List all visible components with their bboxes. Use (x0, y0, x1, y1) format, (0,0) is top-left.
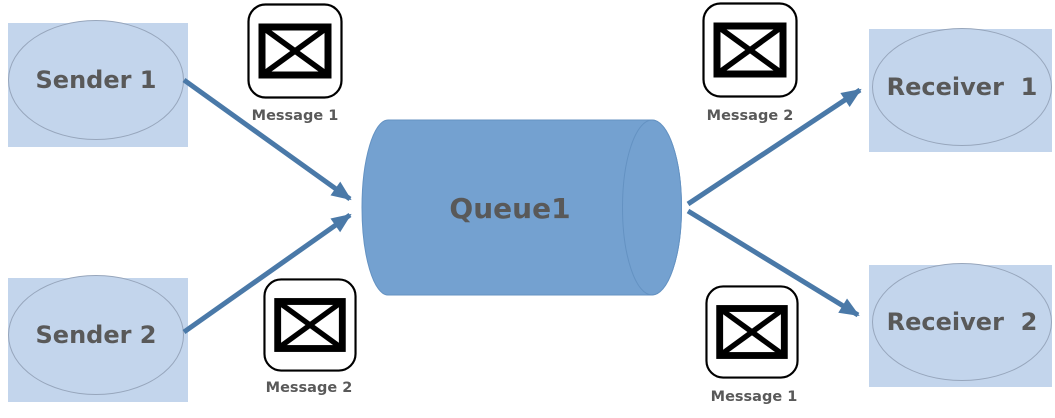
receiver2-ellipse (872, 263, 1052, 381)
queue-cylinder (361, 119, 682, 296)
message-label-top-right: Message 2 (706, 108, 794, 124)
arrow-sender2-to-queue (182, 212, 352, 335)
arrow-queue-to-receiver2 (686, 208, 860, 318)
message-label-top-left: Message 1 (251, 108, 339, 124)
message-label-bottom-left: Message 2 (265, 380, 353, 396)
sender1-ellipse (8, 20, 184, 140)
receiver1-ellipse (872, 28, 1052, 146)
queue-label: Queue1 (449, 191, 571, 225)
arrow-sender1-to-queue (182, 77, 352, 202)
envelope-icon-bottom-right (705, 285, 799, 379)
envelope-icon-top-right (702, 2, 798, 98)
queue-cylinder-cap (622, 119, 682, 296)
envelope-icon-top-left (247, 3, 343, 99)
message-label-bottom-right: Message 1 (710, 389, 798, 405)
sender2-ellipse (8, 275, 184, 395)
envelope-icon-bottom-left (263, 278, 357, 372)
arrow-queue-to-receiver1 (686, 87, 862, 207)
